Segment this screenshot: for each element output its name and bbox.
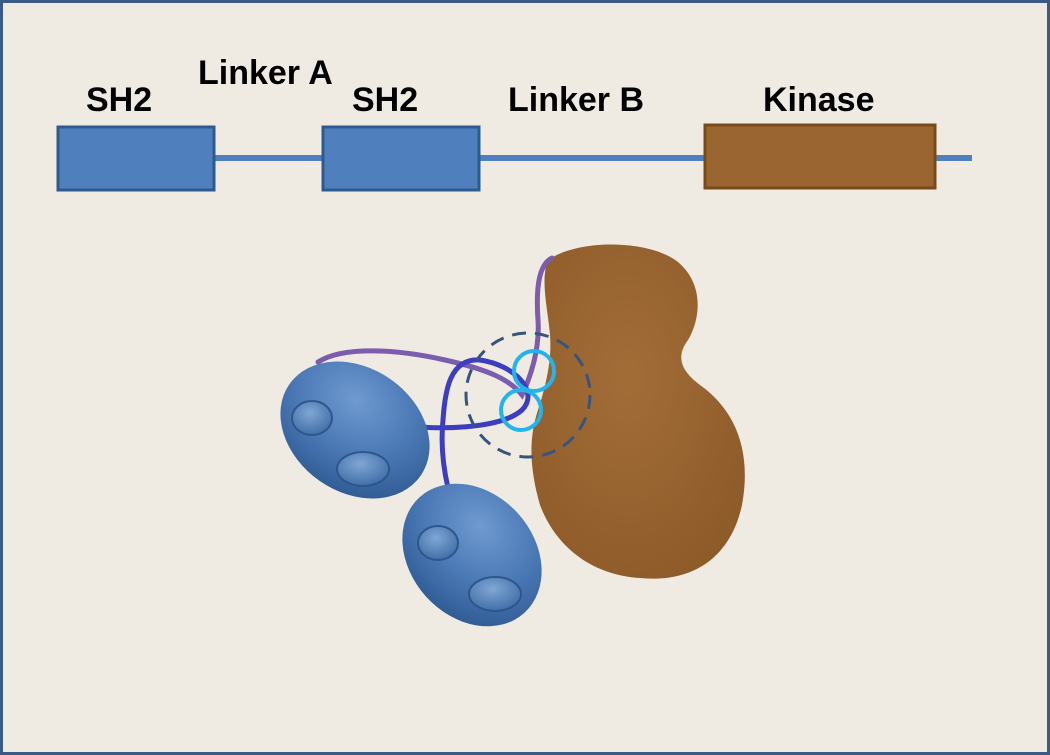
kinase-domain-shape [531,244,745,579]
label-sh2-first: SH2 [86,81,153,119]
label-kinase: Kinase [763,81,875,119]
label-sh2-second: SH2 [352,81,419,119]
kinase-domain-box [703,123,937,190]
sh2-domain-box-2 [321,125,481,192]
sh2-domain-shape-1 [280,361,430,499]
label-linker-b: Linker B [508,81,645,119]
interaction-zone-dashed-circle [464,331,592,459]
sh2-domain-box-1 [56,125,216,192]
linker-b-strand [402,357,531,491]
contact-circle-1 [512,349,556,393]
sh2-domain-shape-2 [402,483,542,627]
label-linker-a: Linker A [198,54,333,92]
contact-circle-2 [499,388,543,432]
